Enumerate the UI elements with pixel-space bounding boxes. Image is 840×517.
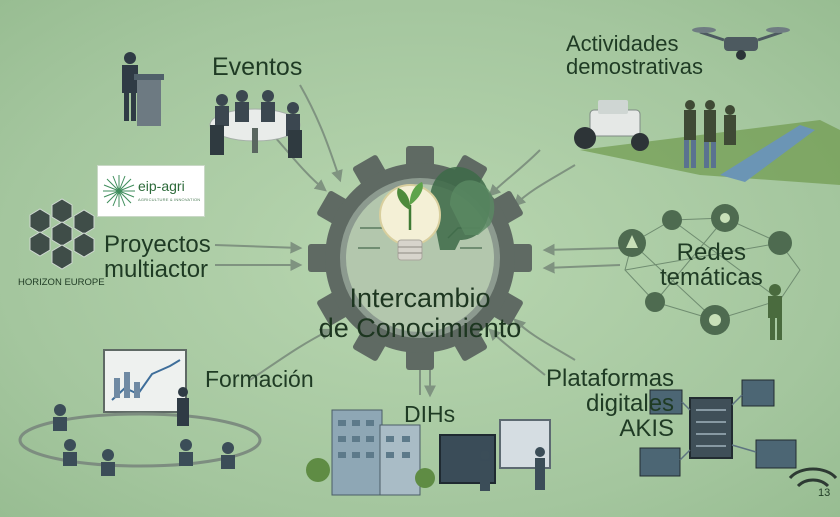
speaker-podium-icon xyxy=(122,52,164,126)
node-actividades-line2: demostrativas xyxy=(566,54,703,80)
training-session-icon xyxy=(18,349,262,476)
node-plataformas-line2: digitales xyxy=(586,390,675,418)
eip-agri-logo: eip-agri AGRICULTURE & INNOVATION xyxy=(97,165,205,217)
central-title-line1: Intercambio xyxy=(349,283,491,313)
node-actividades-demostrativas: Actividades demostrativas xyxy=(566,32,703,78)
wifi-icon xyxy=(788,467,838,488)
lightbulb-icon xyxy=(379,166,495,261)
node-redes-line1: Redes xyxy=(676,239,747,266)
node-redes-tematicas: Redes temáticas xyxy=(660,239,763,292)
server-network-icon xyxy=(639,379,797,477)
horizon-europe-label: HORIZON EUROPE xyxy=(18,277,105,288)
tractor-field-icon xyxy=(574,100,840,185)
node-redes-line2: temáticas xyxy=(660,264,763,292)
node-dihs: DIHs xyxy=(404,401,456,427)
eip-agri-name: eip-agri xyxy=(138,178,185,194)
page-number: 13 xyxy=(818,487,831,499)
digital-screens-icon xyxy=(439,419,551,491)
node-proyectos-multiactor: Proyectos multiactor xyxy=(104,231,211,284)
meeting-table-icon xyxy=(209,90,302,158)
node-plataformas-line3: AKIS xyxy=(619,415,675,443)
central-title: Intercambio de Conocimiento xyxy=(318,283,522,343)
node-formacion: Formación xyxy=(205,366,314,392)
eip-agri-subtitle: AGRICULTURE & INNOVATION xyxy=(138,197,201,202)
node-proyectos-line2: multiactor xyxy=(104,256,209,284)
node-plataformas-digitales-akis: Plataformas digitales AKIS xyxy=(546,366,674,442)
node-plataformas-line1: Plataformas xyxy=(546,365,675,392)
starburst-icon xyxy=(103,175,135,207)
node-actividades-line1: Actividades xyxy=(566,31,679,56)
central-title-line2: de Conocimiento xyxy=(318,313,522,344)
drone-icon xyxy=(692,27,790,60)
node-proyectos-line1: Proyectos xyxy=(104,231,211,258)
horizon-europe-logo xyxy=(29,198,95,270)
thematic-network-icon xyxy=(618,204,801,340)
node-eventos: Eventos xyxy=(212,53,303,81)
buildings-icon xyxy=(306,409,435,496)
